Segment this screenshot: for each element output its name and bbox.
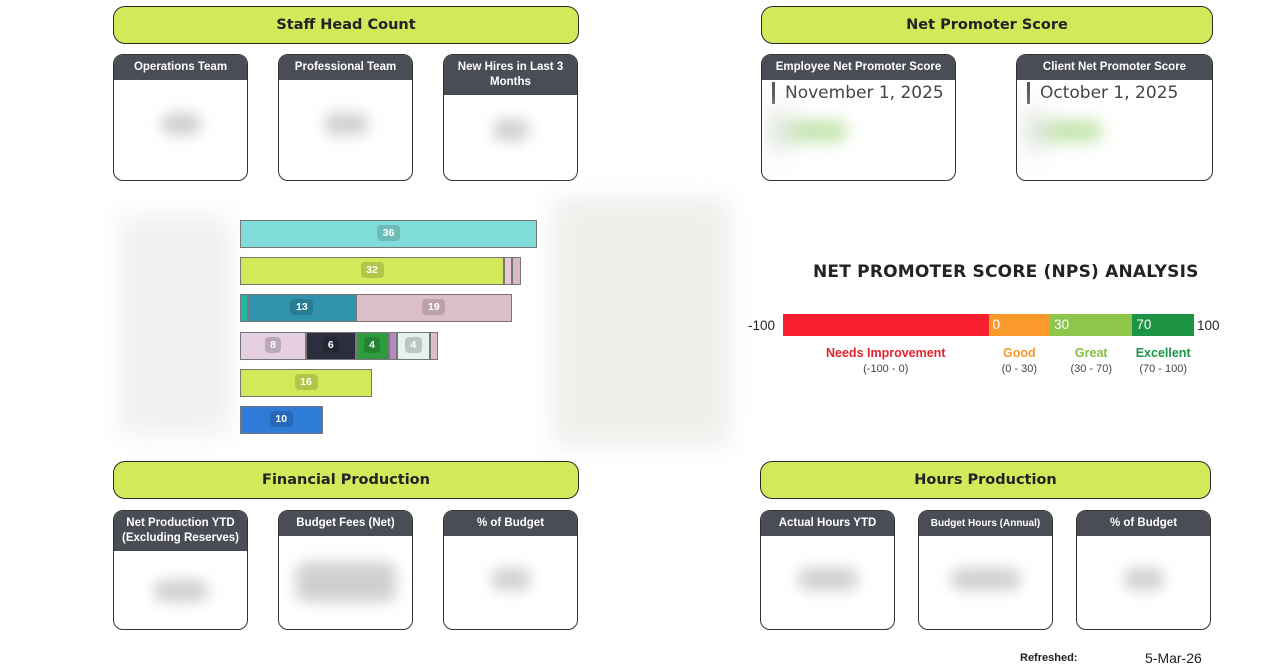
bar-data-label: 36 — [377, 225, 400, 241]
bar-segment[interactable] — [388, 331, 397, 360]
nps-max-label: 100 — [1197, 318, 1220, 333]
net-production-card[interactable]: Net Production YTD (Excluding Reserves) — [113, 510, 248, 630]
bar-segment[interactable] — [504, 257, 513, 286]
card-title: % of Budget — [444, 511, 577, 536]
bar-segment[interactable] — [240, 294, 249, 323]
client-nps-date: October 1, 2025 — [1027, 82, 1212, 104]
employee-nps-date: November 1, 2025 — [772, 82, 955, 104]
net-promoter-score-header: Net Promoter Score — [761, 6, 1213, 44]
bar-data-label: 8 — [264, 336, 282, 353]
budget-fees-card[interactable]: Budget Fees (Net) — [278, 510, 413, 630]
bar-segment[interactable] — [396, 331, 430, 360]
bar-segment[interactable] — [240, 331, 306, 360]
nps-category-range: (-100 - 0) — [863, 363, 909, 375]
bar-segment[interactable] — [429, 331, 438, 360]
bar-segment[interactable] — [306, 331, 356, 360]
refreshed-date: 5-Mar-26 — [1145, 650, 1202, 666]
nps-category-name: Good — [1002, 346, 1036, 360]
section-title: Hours Production — [914, 472, 1057, 488]
blurred-value — [950, 568, 1021, 591]
nps-threshold-label: 0 — [992, 317, 1001, 332]
nps-min-label: -100 — [748, 318, 776, 333]
card-title: Net Production YTD (Excluding Reserves) — [114, 511, 247, 551]
bar-segment[interactable] — [355, 294, 513, 323]
nps-threshold-label: 30 — [1054, 317, 1070, 332]
actual-hours-card[interactable]: Actual Hours YTD — [760, 510, 895, 630]
card-title: Operations Team — [114, 55, 247, 80]
bar-segment[interactable] — [512, 257, 521, 286]
financial-production-header: Financial Production — [113, 461, 579, 499]
bar-data-label: 4 — [405, 336, 422, 353]
hours-production-header: Hours Production — [760, 461, 1211, 499]
card-title: % of Budget — [1077, 511, 1210, 536]
nps-threshold-label: 70 — [1136, 317, 1152, 332]
blurred-value — [160, 112, 201, 135]
staff-head-count-header: Staff Head Count — [113, 6, 579, 44]
nps-category-name: Needs Improvement — [826, 346, 946, 360]
blurred-value — [153, 580, 208, 603]
bar-segment[interactable] — [240, 257, 504, 286]
bar-data-label: 13 — [290, 299, 314, 316]
blurred-slicer — [1025, 105, 1045, 155]
nps-category-range: (0 - 30) — [1001, 363, 1038, 375]
blurred-value — [492, 119, 529, 141]
employee-nps-card[interactable]: Employee Net Promoter Score November 1, … — [761, 54, 956, 181]
bar-segment[interactable] — [240, 368, 372, 397]
bar-data-label: 6 — [322, 336, 339, 353]
bar-data-label: 16 — [294, 373, 318, 390]
refreshed-label: Refreshed: — [1020, 652, 1078, 664]
budget-hours-card[interactable]: Budget Hours (Annual) — [918, 510, 1053, 630]
card-title: Client Net Promoter Score — [1017, 55, 1212, 80]
section-title: Net Promoter Score — [906, 17, 1068, 33]
card-title: Budget Hours (Annual) — [919, 511, 1052, 536]
new-hires-card[interactable]: New Hires in Last 3 Months — [443, 54, 578, 181]
nps-category-range: (30 - 70) — [1070, 363, 1113, 375]
blurred-value — [323, 112, 368, 135]
blurred-legend — [552, 198, 730, 446]
blurred-value — [776, 121, 846, 141]
hours-pct-budget-card[interactable]: % of Budget — [1076, 510, 1211, 630]
blurred-value — [797, 568, 858, 591]
bar-data-label: 10 — [269, 411, 293, 427]
nps-category-name: Excellent — [1135, 346, 1191, 360]
blurred-value — [295, 561, 396, 602]
blurred-category-labels — [120, 215, 230, 435]
financial-pct-budget-card[interactable]: % of Budget — [443, 510, 578, 630]
section-title: Staff Head Count — [276, 17, 416, 33]
bar-segment[interactable] — [240, 406, 323, 434]
nps-scale-segment — [1132, 314, 1194, 336]
bar-data-label: 4 — [363, 336, 381, 353]
nps-category-range: (70 - 100) — [1139, 363, 1188, 375]
card-title: New Hires in Last 3 Months — [444, 55, 577, 95]
blurred-value — [1031, 121, 1101, 141]
card-title: Budget Fees (Net) — [279, 511, 412, 536]
nps-scale-segment — [783, 314, 989, 336]
card-title: Actual Hours YTD — [761, 511, 894, 536]
bar-segment[interactable] — [240, 220, 537, 248]
operations-team-card[interactable]: Operations Team — [113, 54, 248, 181]
bar-segment[interactable] — [355, 331, 389, 360]
blurred-slicer — [770, 105, 790, 155]
nps-scale-segment — [988, 314, 1051, 336]
card-title: Employee Net Promoter Score — [762, 55, 955, 80]
nps-analysis-title: NET PROMOTER SCORE (NPS) ANALYSIS — [813, 262, 1199, 282]
section-title: Financial Production — [262, 472, 430, 488]
bar-data-label: 19 — [422, 299, 446, 316]
bar-data-label: 32 — [360, 262, 384, 279]
blurred-value — [490, 568, 531, 591]
client-nps-card[interactable]: Client Net Promoter Score October 1, 202… — [1016, 54, 1213, 181]
card-title: Professional Team — [279, 55, 412, 80]
nps-category-name: Great — [1074, 346, 1108, 360]
bar-segment[interactable] — [248, 294, 356, 323]
blurred-value — [1123, 568, 1164, 591]
professional-team-card[interactable]: Professional Team — [278, 54, 413, 181]
nps-scale-segment — [1050, 314, 1133, 336]
